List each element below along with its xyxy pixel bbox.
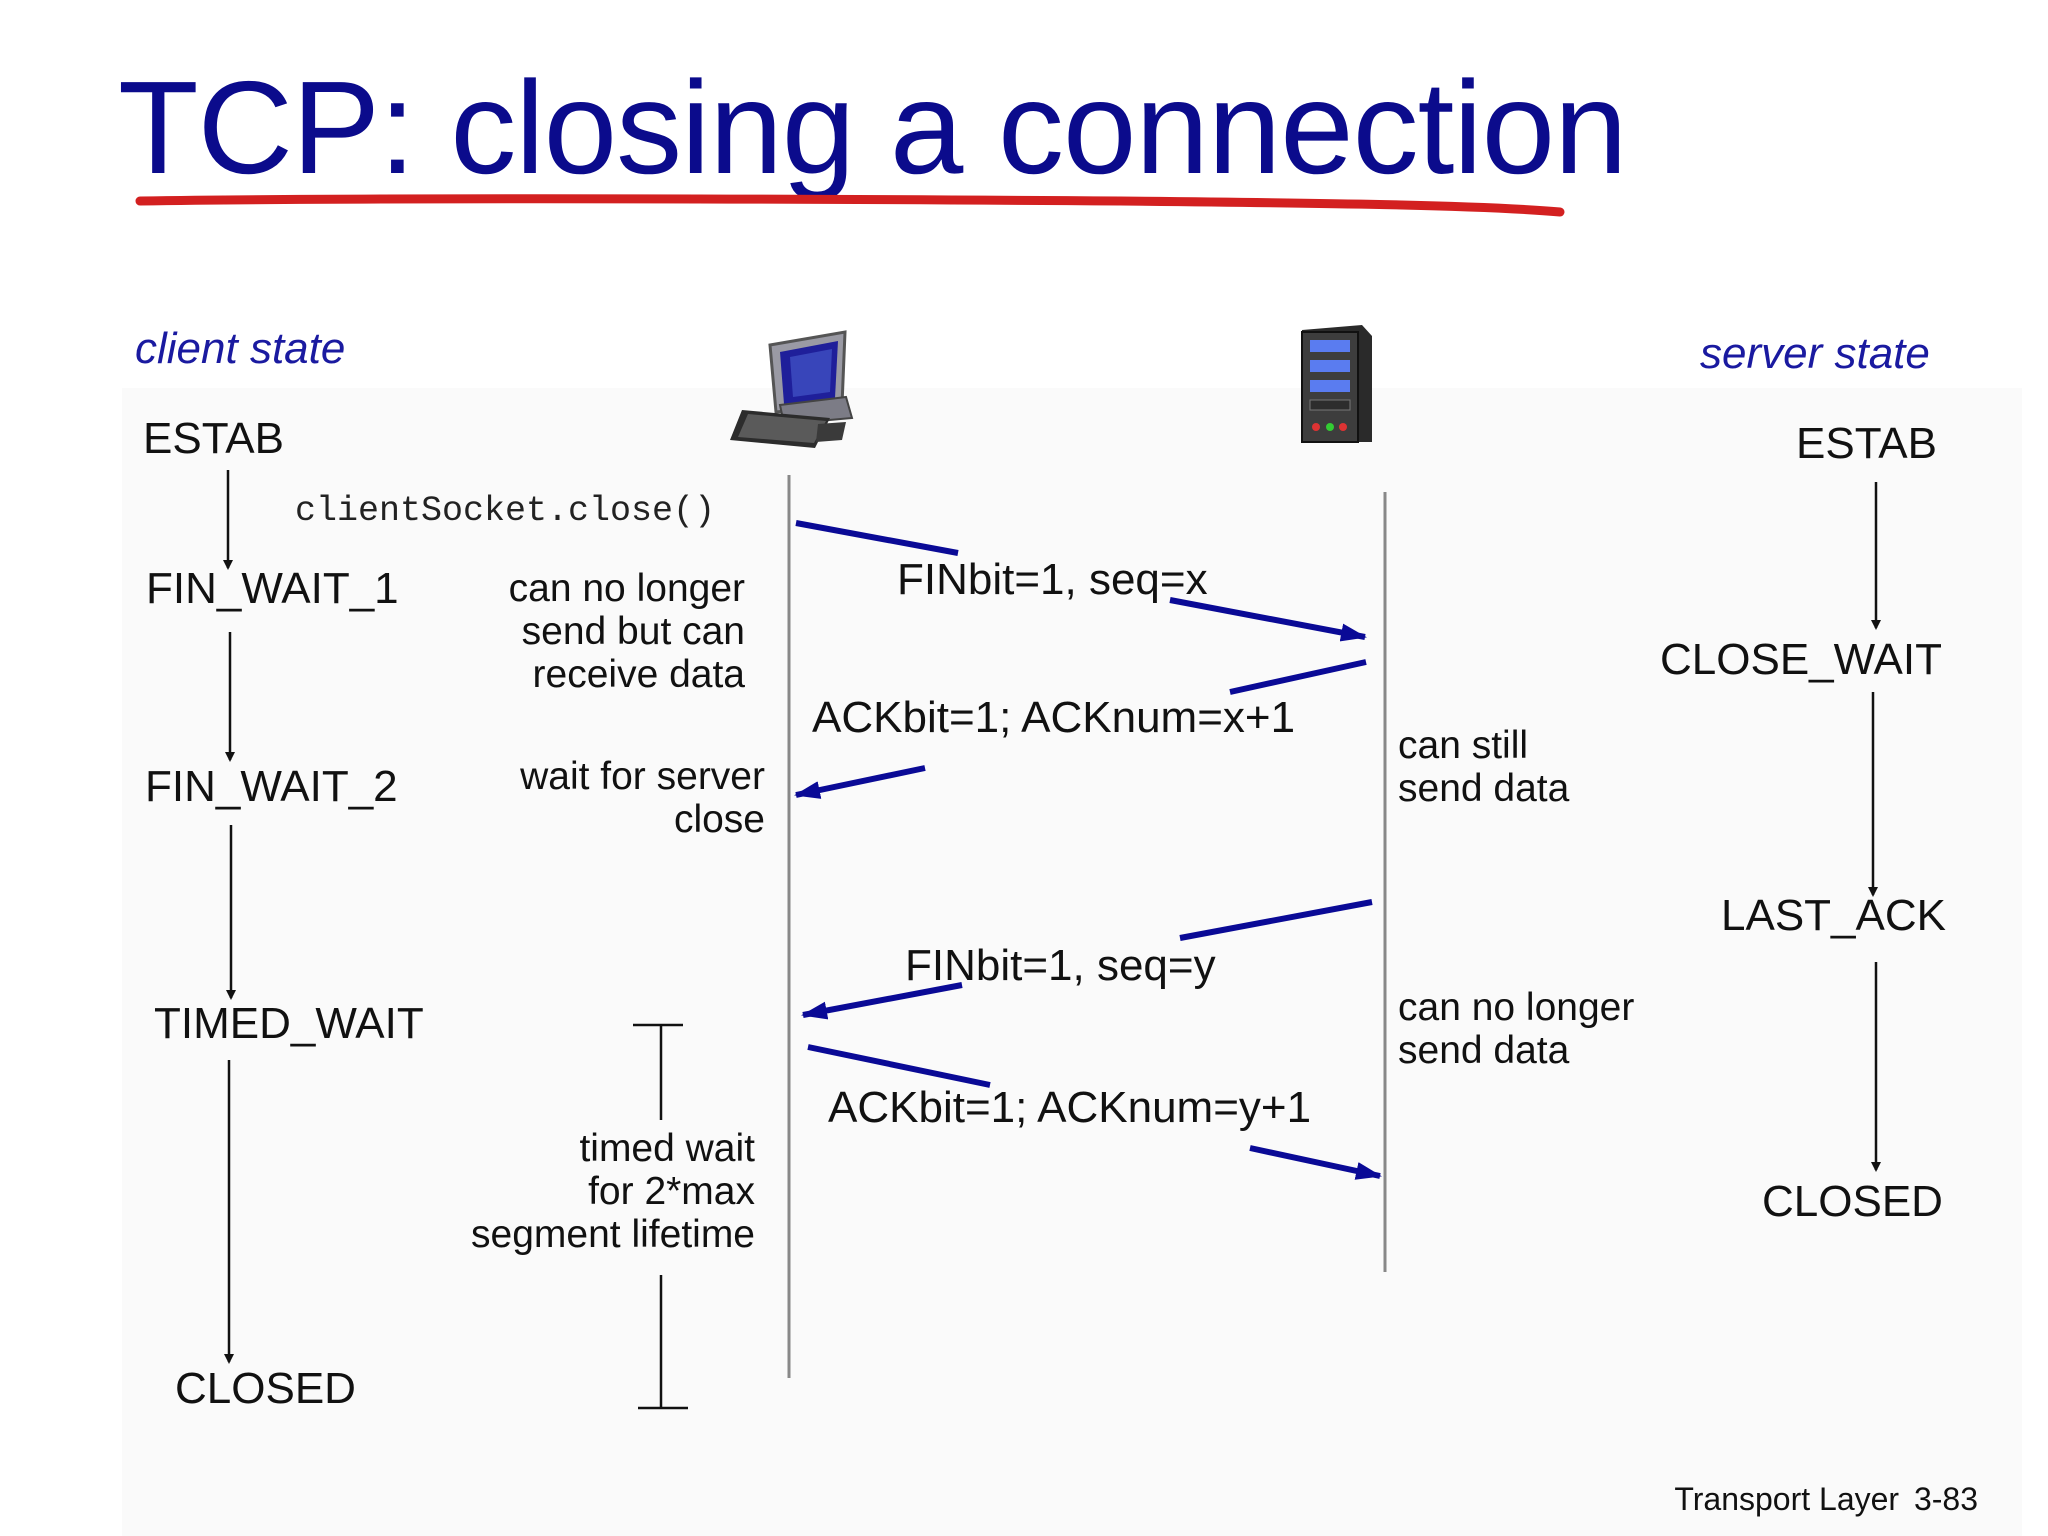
client-state-estab: ESTAB [143, 414, 285, 463]
diagram-background [122, 388, 2022, 1536]
server-state-close-wait: CLOSE_WAIT [1660, 635, 1942, 684]
message-ack-x: ACKbit=1; ACKnum=x+1 [812, 693, 1296, 742]
server-state-closed: CLOSED [1762, 1177, 1943, 1226]
footer-label: Transport Layer [1674, 1481, 1900, 1517]
footer-page-number: 3-83 [1913, 1481, 1978, 1517]
server-tower-icon [1301, 325, 1372, 443]
title-underline [135, 194, 1565, 217]
message-fin-y: FINbit=1, seq=y [905, 941, 1216, 990]
server-state-last-ack: LAST_ACK [1721, 891, 1946, 940]
fin-y-arrow-segment [1179, 899, 1373, 941]
ack-x-arrow-segment [1229, 659, 1367, 695]
message-ack-y: ACKbit=1; ACKnum=y+1 [828, 1083, 1312, 1132]
client-close-call: clientSocket.close() [295, 491, 716, 531]
fin-x-arrow-head [1169, 597, 1367, 642]
ack-x-arrow-head [794, 765, 926, 799]
client-state-fin-wait-2: FIN_WAIT_2 [145, 762, 398, 811]
ack-y-arrow-head [1249, 1145, 1382, 1180]
desktop-computer-icon [730, 330, 854, 448]
server-state-estab: ESTAB [1796, 419, 1938, 468]
ack-y-arrow-segment [807, 1044, 991, 1088]
client-state-header: client state [135, 324, 346, 373]
timed-wait-bracket [633, 1023, 688, 1410]
fin-x-arrow-segment [795, 520, 959, 556]
fin-y-arrow-head [801, 982, 963, 1020]
client-state-fin-wait-1: FIN_WAIT_1 [146, 564, 399, 613]
slide-footer: Transport Layer 3-83 [1674, 1481, 1978, 1517]
server-state-header: server state [1700, 329, 1930, 378]
message-fin-x: FINbit=1, seq=x [897, 555, 1208, 604]
client-state-closed: CLOSED [175, 1364, 356, 1413]
client-state-timed-wait: TIMED_WAIT [154, 999, 424, 1048]
slide-title: TCP: closing a connection [118, 54, 1627, 201]
